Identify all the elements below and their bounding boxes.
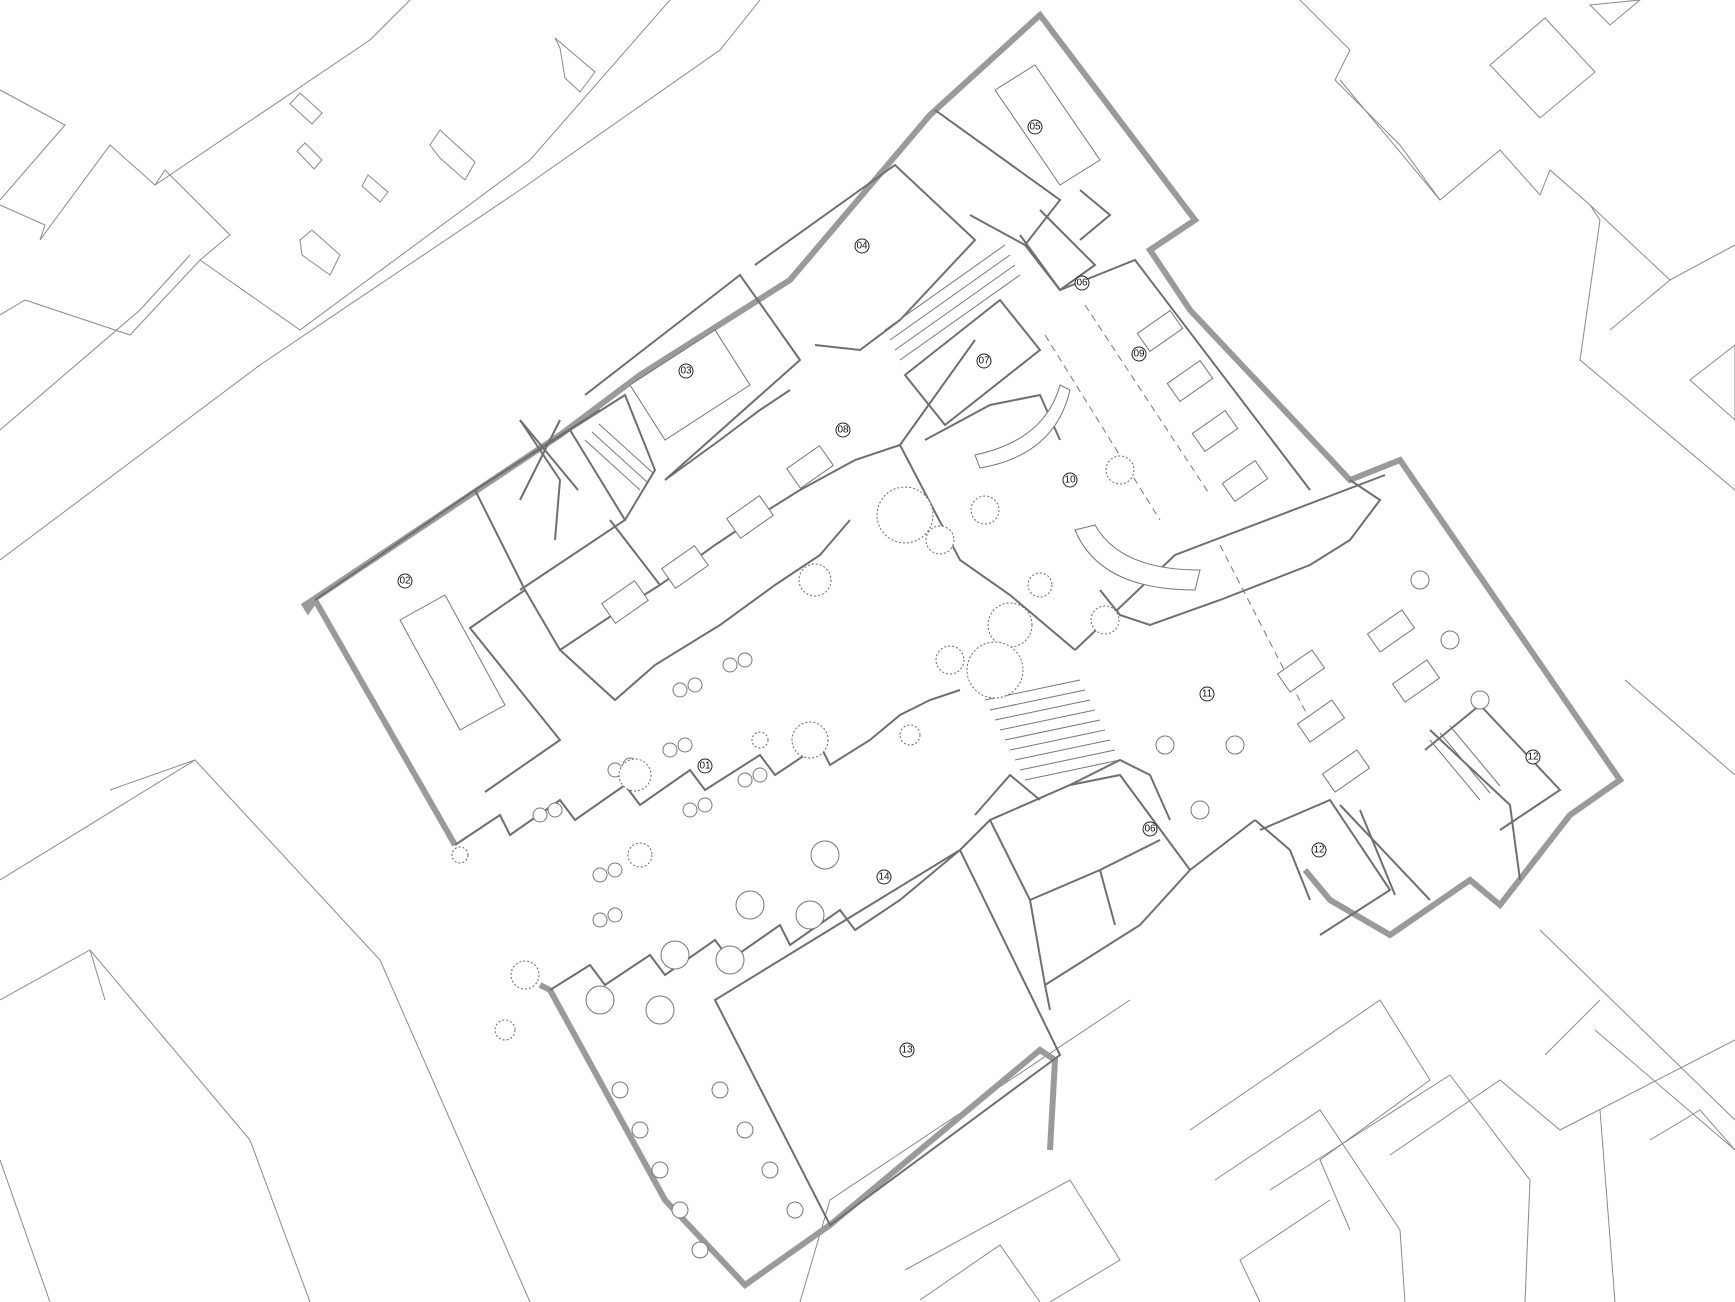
svg-text:02: 02 xyxy=(399,576,411,587)
svg-text:12: 12 xyxy=(1527,752,1539,763)
room-tag-07: 07 xyxy=(976,353,992,369)
reception-desk xyxy=(974,384,1071,469)
room-tag-14: 14 xyxy=(876,869,892,885)
svg-text:11: 11 xyxy=(1202,689,1213,700)
furniture xyxy=(399,64,1490,1259)
svg-text:04: 04 xyxy=(856,241,868,252)
svg-text:06: 06 xyxy=(1076,278,1088,289)
svg-text:07: 07 xyxy=(978,356,990,367)
table-03 xyxy=(629,329,751,441)
svg-text:09: 09 xyxy=(1133,349,1145,360)
room-tag-01: 01 xyxy=(697,758,713,774)
room-tag-09: 09 xyxy=(1131,346,1147,362)
exterior-walls xyxy=(300,10,1625,1289)
room-tag-08: 08 xyxy=(835,422,851,438)
room-tag-06-north: 06 xyxy=(1074,275,1090,291)
svg-text:06: 06 xyxy=(1144,824,1156,835)
room-tag-03: 03 xyxy=(678,363,694,379)
room-tag-05: 05 xyxy=(1027,119,1043,135)
svg-text:10: 10 xyxy=(1064,475,1076,486)
room-tag-12-south: 12 xyxy=(1311,842,1327,858)
room-tag-04: 04 xyxy=(854,238,870,254)
conference-table-02 xyxy=(399,594,506,731)
circulation-dashes xyxy=(1044,304,1316,731)
interior-walls xyxy=(314,109,1562,1227)
svg-text:01: 01 xyxy=(699,761,711,772)
table-05 xyxy=(994,64,1101,186)
room-tag-12-east: 12 xyxy=(1525,749,1541,765)
svg-text:08: 08 xyxy=(837,425,849,436)
room-tag-13: 13 xyxy=(899,1042,915,1058)
curved-stair xyxy=(1074,524,1201,591)
svg-text:13: 13 xyxy=(901,1045,913,1056)
room-tags: 01 02 03 04 05 06 06 07 08 09 10 xyxy=(397,119,1541,1058)
svg-text:05: 05 xyxy=(1029,122,1041,133)
room-tag-02: 02 xyxy=(397,573,413,589)
planting xyxy=(451,455,1135,1041)
room-tag-10: 10 xyxy=(1062,472,1078,488)
svg-text:14: 14 xyxy=(878,872,890,883)
svg-text:12: 12 xyxy=(1313,845,1325,856)
room-tag-11: 11 xyxy=(1199,686,1215,702)
room-tag-06-south: 06 xyxy=(1142,821,1158,837)
svg-text:03: 03 xyxy=(680,366,692,377)
